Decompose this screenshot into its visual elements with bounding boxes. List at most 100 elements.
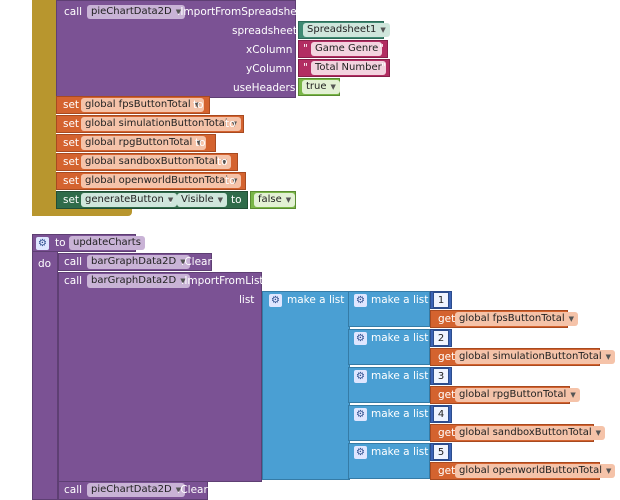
get-sandbox-block[interactable]: get global sandboxButtonTotal▼ [430, 424, 606, 442]
get-fps-block[interactable]: get global fpsButtonTotal▼ [430, 310, 578, 328]
number-block-1[interactable]: 1 [430, 291, 452, 309]
var-dropdown[interactable]: global sandboxButtonTotal▼ [455, 426, 606, 440]
call-import-spreadsheet-block[interactable]: call pieChartData2D▼ .ImportFromSpreadsh… [56, 0, 307, 98]
quote-open: " [303, 43, 308, 55]
set-simulation-block[interactable]: set global simulationButtonTotal▼ to [56, 115, 244, 133]
call-label: call [64, 6, 83, 18]
var-dropdown[interactable]: global openworldButtonTotal▼ [455, 464, 616, 478]
false-block[interactable]: false▼ [250, 191, 296, 209]
set-openworld-block[interactable]: set global openworldButtonTotal▼ to [56, 172, 246, 190]
dropdown-arrow-icon: ▼ [595, 429, 602, 437]
gear-icon[interactable]: ⚙ [354, 294, 367, 307]
ycolumn-text-block[interactable]: " Total Number " [298, 59, 390, 77]
component-dropdown[interactable]: pieChartData2D▼ [87, 483, 186, 497]
set-rpg-block[interactable]: set global rpgButtonTotal▼ to [56, 134, 216, 152]
call-label: call [64, 256, 83, 268]
useheaders-block[interactable]: true▼ [298, 78, 340, 96]
dropdown-arrow-icon: ▼ [380, 26, 386, 34]
method-label: .Clear [181, 256, 212, 268]
to-label: to [193, 99, 204, 111]
make-list-label: make a list [371, 294, 429, 306]
method-label: .ImportFromList [181, 275, 264, 287]
useheaders-dropdown[interactable]: true▼ [302, 80, 340, 94]
make-list-inner-1[interactable]: ⚙ make a list [348, 291, 430, 327]
param-ycolumn: yColumn [246, 63, 293, 75]
get-label: get [438, 427, 456, 439]
number-value[interactable]: 2 [433, 330, 449, 346]
procedure-name[interactable]: updateCharts [69, 236, 145, 250]
call-import-list-block[interactable]: call barGraphData2D▼ .ImportFromList lis… [58, 272, 264, 480]
dropdown-arrow-icon: ▼ [167, 196, 174, 204]
var-dropdown[interactable]: global sandboxButtonTotal▼ [81, 155, 232, 169]
dropdown-arrow-icon: ▼ [231, 120, 238, 128]
xcolumn-text[interactable]: Game Genre [311, 42, 383, 56]
quote-close: " [379, 43, 384, 55]
number-value[interactable]: 1 [433, 292, 449, 308]
gear-icon[interactable]: ⚙ [354, 332, 367, 345]
make-list-inner-4[interactable]: ⚙ make a list [348, 405, 430, 441]
number-block-3[interactable]: 3 [430, 367, 452, 385]
number-block-4[interactable]: 4 [430, 405, 452, 423]
get-label: get [438, 389, 456, 401]
number-block-2[interactable]: 2 [430, 329, 452, 347]
set-sandbox-block[interactable]: set global sandboxButtonTotal▼ to [56, 153, 238, 171]
gear-icon[interactable]: ⚙ [269, 294, 282, 307]
do-label: do [38, 258, 52, 270]
dot-label: . [169, 194, 173, 206]
make-list-outer[interactable]: ⚙ make a list [262, 291, 350, 480]
dropdown-arrow-icon: ▼ [606, 467, 612, 475]
dropdown-arrow-icon: ▼ [570, 391, 576, 399]
call-bar-clear-block[interactable]: call barGraphData2D▼ .Clear [58, 253, 212, 271]
property-dropdown[interactable]: Visible▼ [177, 193, 228, 207]
dropdown-arrow-icon: ▼ [194, 101, 200, 109]
set-label: set [63, 99, 80, 111]
xcolumn-text-block[interactable]: " Game Genre " [298, 40, 388, 58]
set-fps-block[interactable]: set global fpsButtonTotal▼ to [56, 96, 210, 114]
to-label: to [55, 237, 66, 249]
number-value[interactable]: 5 [433, 444, 449, 460]
gear-icon[interactable]: ⚙ [354, 370, 367, 383]
component-dropdown[interactable]: barGraphData2D▼ [87, 274, 190, 288]
set-visible-block[interactable]: set generateButton▼ . Visible▼ to [56, 191, 248, 209]
to-label: to [195, 137, 206, 149]
gear-icon[interactable]: ⚙ [354, 408, 367, 421]
method-label: .Clear [177, 484, 208, 496]
procedure-header[interactable]: ⚙ to updateCharts [32, 234, 145, 252]
list-param-label: list [239, 294, 255, 306]
make-list-inner-3[interactable]: ⚙ make a list [348, 367, 430, 403]
gear-icon[interactable]: ⚙ [354, 446, 367, 459]
procedure-body-left: do [32, 251, 58, 500]
ycolumn-text[interactable]: Total Number [311, 61, 386, 75]
component-dropdown[interactable]: pieChartData2D▼ [87, 5, 186, 19]
number-value[interactable]: 4 [433, 406, 449, 422]
make-list-label: make a list [287, 294, 345, 306]
false-dropdown[interactable]: false▼ [254, 193, 296, 207]
spreadsheet-dropdown[interactable]: Spreadsheet1▼ [303, 23, 390, 37]
get-rpg-block[interactable]: get global rpgButtonTotal▼ [430, 386, 580, 404]
var-dropdown[interactable]: global rpgButtonTotal▼ [455, 388, 580, 402]
number-block-5[interactable]: 5 [430, 443, 452, 461]
call-label: call [64, 275, 83, 287]
var-dropdown[interactable]: global simulationButtonTotal▼ [81, 117, 242, 131]
make-list-inner-5[interactable]: ⚙ make a list [348, 443, 430, 479]
call-pie-clear-block[interactable]: call pieChartData2D▼ .Clear [58, 481, 208, 500]
var-dropdown[interactable]: global simulationButtonTotal▼ [455, 350, 616, 364]
quote-close: " [381, 62, 386, 74]
spreadsheet-block[interactable]: Spreadsheet1▼ [298, 21, 390, 39]
quote-open: " [303, 62, 308, 74]
dropdown-arrow-icon: ▼ [232, 177, 238, 185]
set-label: set [63, 118, 80, 130]
event-block-left-bar [32, 0, 56, 216]
var-dropdown[interactable]: global fpsButtonTotal▼ [81, 98, 204, 112]
gear-icon[interactable]: ⚙ [36, 237, 49, 250]
get-openworld-block[interactable]: get global openworldButtonTotal▼ [430, 462, 616, 480]
var-dropdown[interactable]: global rpgButtonTotal▼ [81, 136, 206, 150]
component-dropdown[interactable]: barGraphData2D▼ [87, 255, 190, 269]
component-dropdown[interactable]: generateButton▼ [81, 193, 178, 207]
var-dropdown[interactable]: global openworldButtonTotal▼ [81, 174, 242, 188]
get-simulation-block[interactable]: get global simulationButtonTotal▼ [430, 348, 616, 366]
get-label: get [438, 465, 456, 477]
var-dropdown[interactable]: global fpsButtonTotal▼ [455, 312, 578, 326]
make-list-inner-2[interactable]: ⚙ make a list [348, 329, 430, 365]
number-value[interactable]: 3 [433, 368, 449, 384]
